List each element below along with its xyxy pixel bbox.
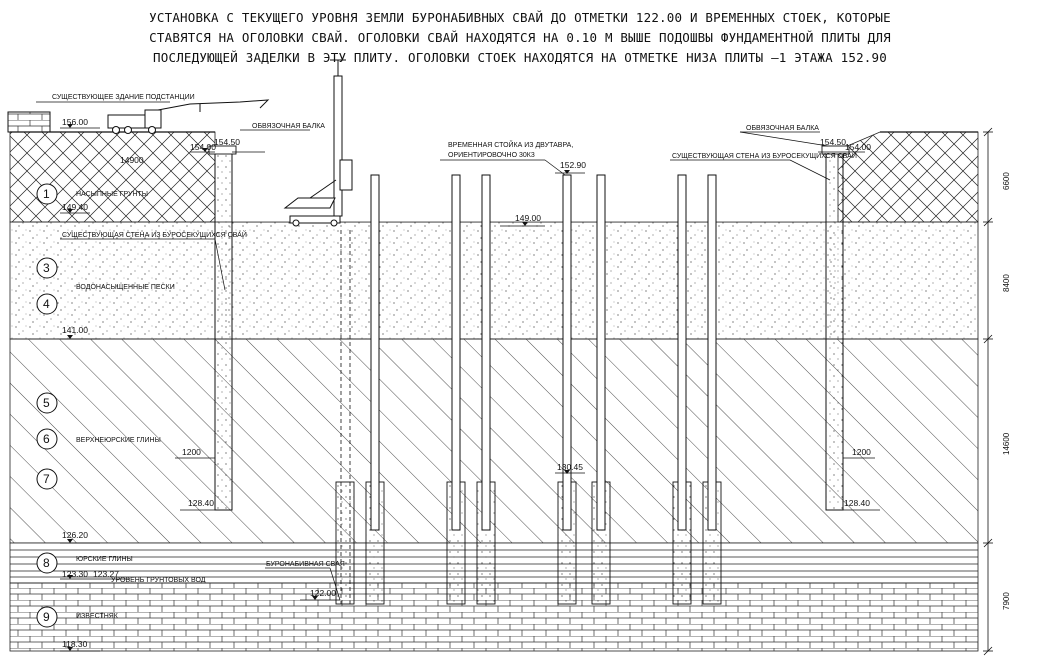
label-strut: ВРЕМЕННАЯ СТОЙКА ИЗ ДВУТАВРА, bbox=[448, 140, 573, 149]
dimension-1200-left: 1200 bbox=[182, 447, 201, 457]
elevation-128-4-left: 128.40 bbox=[188, 498, 214, 508]
vertical-dimension-chain bbox=[983, 127, 993, 656]
concrete-pump-truck bbox=[107, 99, 270, 134]
elevation-128-4-right: 128.40 bbox=[844, 498, 870, 508]
elevation-126-2: 126.20 bbox=[62, 530, 88, 540]
elevation-152-9: 152.90 bbox=[560, 160, 586, 170]
right-secant-wall bbox=[825, 149, 844, 511]
label-building: СУЩЕСТВУЮЩЕЕ ЗДАНИЕ ПОДСТАНЦИИ bbox=[52, 94, 195, 101]
dimension-14600: 14600 bbox=[1002, 432, 1011, 455]
label-sands: ВОДОНАСЫЩЕННЫЕ ПЕСКИ bbox=[76, 284, 175, 291]
dimension-7900: 7900 bbox=[1002, 592, 1011, 610]
left-secant-wall bbox=[214, 149, 233, 511]
elevation-118-3: 118.30 bbox=[62, 639, 88, 649]
label-groundwater: УРОВЕНЬ ГРУНТОВЫХ ВОД bbox=[111, 577, 206, 584]
dimension-14900: 14900 bbox=[120, 155, 144, 165]
elevation-149-4: 149.40 bbox=[62, 202, 88, 212]
label-bored-pile: БУРОНАБИВНАЯ СВАЯ bbox=[266, 561, 345, 568]
elevation-122: 122.00 bbox=[310, 588, 336, 598]
label-jurassic-clays: ЮРСКИЕ ГЛИНЫ bbox=[76, 556, 133, 563]
elevation-154-right: 154.00 bbox=[845, 142, 871, 152]
elevation-156: 156.00 bbox=[62, 117, 88, 127]
elevation-154-5-right: 154.50 bbox=[820, 137, 846, 147]
layer-6: 6 bbox=[43, 432, 50, 446]
title-line-3: ПОСЛЕДУЮЩЕЙ ЗАДЕЛКИ В ЭТУ ПЛИТУ. ОГОЛОВК… bbox=[153, 50, 887, 65]
label-limestone: ИЗВЕСТНЯК bbox=[76, 613, 119, 620]
label-wall-left: СУЩЕСТВУЮЩАЯ СТЕНА ИЗ БУРОСЕКУЩИХСЯ СВАЙ bbox=[62, 230, 247, 239]
label-upper-clays: ВЕРХНЕЮРСКИЕ ГЛИНЫ bbox=[76, 437, 161, 444]
layer-4: 4 bbox=[43, 297, 50, 311]
elevation-154-5-left: 154.50 bbox=[214, 137, 240, 147]
label-wall-right: СУЩЕСТВУЮЩАЯ СТЕНА ИЗ БУРОСЕКУЩИХСЯ СВАЙ bbox=[672, 151, 857, 160]
label-beam-right: ОБВЯЗОЧНАЯ БАЛКА bbox=[746, 125, 819, 132]
elevation-149: 149.00 bbox=[515, 213, 541, 223]
layer-5: 5 bbox=[43, 396, 50, 410]
layer-8: 8 bbox=[43, 556, 50, 570]
elevation-123-27: 123.27 bbox=[93, 569, 119, 579]
title-line-2: СТАВЯТСЯ НА ОГОЛОВКИ СВАЙ. ОГОЛОВКИ СВАЙ… bbox=[149, 30, 891, 45]
dimension-8400: 8400 bbox=[1002, 274, 1011, 292]
substation-building bbox=[7, 111, 51, 133]
elevation-123-3: 123.30 bbox=[62, 569, 88, 579]
label-strut-2: ОРИЕНТИРОВОЧНО 30К3 bbox=[448, 152, 535, 159]
dimension-6600: 6600 bbox=[1002, 172, 1011, 190]
elevation-154-left: 154.00 bbox=[190, 142, 216, 152]
layer-9: 9 bbox=[43, 610, 50, 624]
layer-3: 3 bbox=[43, 261, 50, 275]
dimension-1200-right: 1200 bbox=[852, 447, 871, 457]
title-line-1: УСТАНОВКА С ТЕКУЩЕГО УРОВНЯ ЗЕМЛИ БУРОНА… bbox=[149, 10, 891, 25]
layer-markers bbox=[36, 183, 58, 628]
elevation-130-45: 130.45 bbox=[557, 462, 583, 472]
temporary-struts bbox=[370, 174, 717, 531]
elevation-141: 141.00 bbox=[62, 325, 88, 335]
drawing-title: УСТАНОВКА С ТЕКУЩЕГО УРОВНЯ ЗЕМЛИ БУРОНА… bbox=[120, 8, 920, 68]
layer-1: 1 bbox=[43, 187, 50, 201]
fill-soil-left bbox=[9, 131, 216, 223]
drilling-rig bbox=[283, 59, 353, 227]
label-fill-soil: НАСЫПНЫЕ ГРУНТЫ bbox=[76, 191, 148, 198]
label-beam-left: ОБВЯЗОЧНАЯ БАЛКА bbox=[252, 123, 325, 130]
layer-7: 7 bbox=[43, 472, 50, 486]
